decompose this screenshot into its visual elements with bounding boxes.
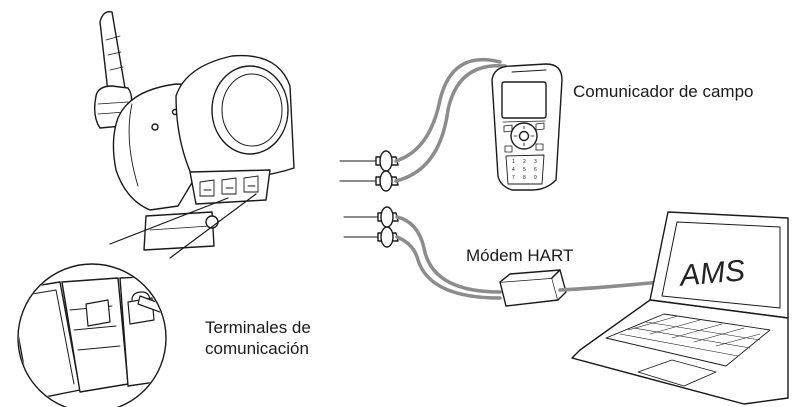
laptop-screen	[661, 221, 781, 309]
field-communicator-label: Comunicador de campo	[573, 82, 754, 101]
communicator-screen	[501, 81, 547, 119]
keypad	[505, 154, 545, 185]
keypad-key: 3	[534, 159, 537, 165]
transmitter-device	[93, 11, 295, 251]
cable-to-modem-2	[395, 235, 502, 300]
cable-modem-to-laptop	[558, 280, 662, 292]
keypad-key: 7	[512, 175, 515, 181]
keypad-key: 5	[523, 167, 526, 173]
laptop-trackpad	[637, 359, 717, 387]
communication-terminals-label-line2: comunicación	[205, 339, 309, 358]
keypad-key: 9	[534, 175, 537, 181]
transmitter-window	[211, 65, 289, 155]
hart-modem	[499, 269, 567, 307]
communicator-leads	[339, 150, 399, 192]
lead-wire	[339, 160, 377, 182]
terminal-block	[189, 169, 271, 205]
keypad-key: 4	[512, 167, 515, 173]
cable-to-modem-1	[395, 215, 502, 294]
cable-to-communicator-1	[394, 57, 502, 163]
cable-to-communicator-2	[394, 63, 507, 183]
laptop-keyboard	[605, 313, 771, 367]
keypad-key: 1	[512, 159, 515, 165]
antenna	[99, 11, 126, 93]
modem-leads	[343, 206, 399, 248]
field-communicator	[491, 63, 563, 191]
keypad-key: 2	[523, 159, 526, 165]
magnified-detail	[17, 263, 167, 407]
laptop	[571, 211, 789, 405]
zoom-line-right	[169, 193, 257, 259]
test-lead-tip	[137, 295, 165, 327]
keypad-key: 6	[534, 167, 537, 173]
keypad-key: 8	[523, 175, 526, 181]
communication-terminals-label: Terminales de comunicación	[205, 317, 311, 359]
hart-modem-label: Módem HART	[466, 246, 574, 265]
laptop-screen-text: AMS	[678, 254, 747, 293]
communication-terminals-label-line1: Terminales de	[205, 318, 311, 337]
zoom-line-left	[109, 197, 229, 245]
